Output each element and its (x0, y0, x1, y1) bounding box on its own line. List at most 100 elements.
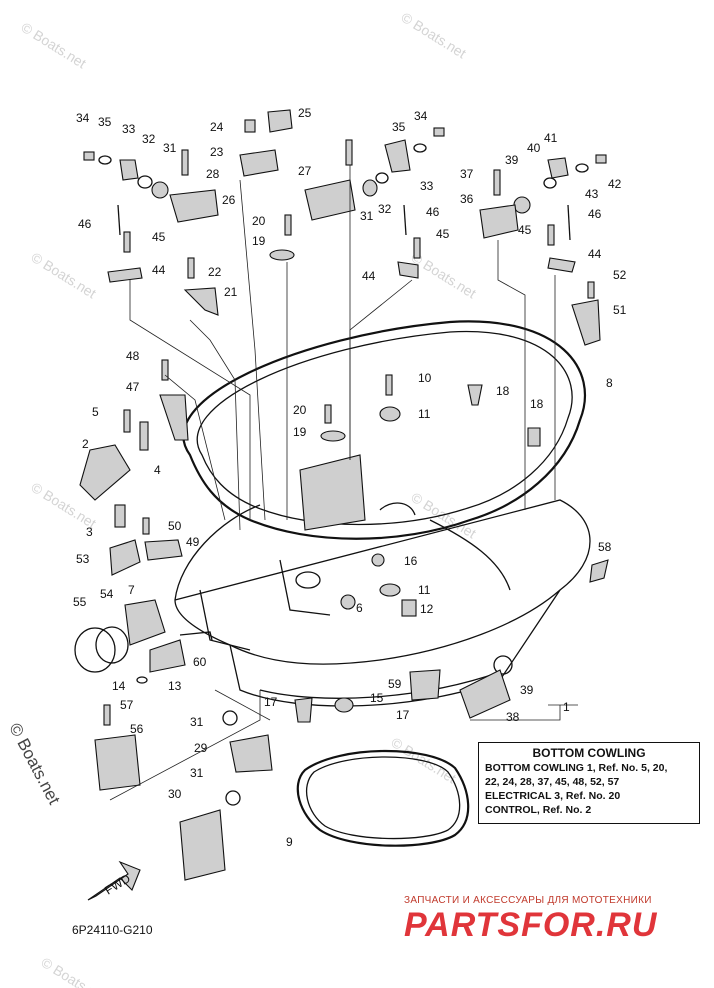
callout: 46 (588, 207, 602, 221)
callout: 53 (76, 552, 90, 566)
callout: 45 (436, 227, 450, 241)
bracket-30 (179, 809, 226, 881)
callout: 43 (585, 187, 599, 201)
fitting-16 (371, 553, 385, 567)
callout: 6 (356, 601, 363, 615)
grommet-11b (379, 583, 401, 597)
boot-13 (149, 639, 186, 673)
plug-19b (320, 430, 346, 442)
callout: 39 (505, 153, 519, 167)
clamp-55 (74, 627, 116, 673)
callout: 40 (527, 141, 541, 155)
grommet-12 (401, 599, 417, 617)
screw-42 (595, 154, 607, 164)
screw-48 (161, 359, 169, 381)
cowling-inner-block (299, 454, 366, 531)
callout: 31 (163, 141, 177, 155)
watermark-text: © Boats.net (18, 19, 89, 72)
callout: 2 (82, 437, 89, 451)
plug-18 (467, 384, 483, 406)
pin-4 (139, 421, 149, 451)
screw-20b (324, 404, 332, 424)
bracket-26 (169, 189, 219, 223)
plug-18b (527, 427, 541, 447)
callout: 31 (190, 715, 204, 729)
small-parts (74, 109, 609, 881)
callout: 44 (362, 269, 376, 283)
callout: 45 (518, 223, 532, 237)
brand-logo: PARTSFOR.RU (404, 906, 658, 944)
callout: 49 (186, 535, 200, 549)
screw-45c (547, 224, 555, 246)
part-7 (124, 599, 166, 646)
screw-5 (123, 409, 131, 433)
spring-46c (567, 204, 571, 241)
legend-line: ELECTRICAL 3, Ref. No. 20 (485, 790, 621, 802)
screw-24 (244, 119, 256, 133)
holder-38 (459, 669, 511, 719)
grommet-39b (493, 655, 513, 675)
callout: 32 (378, 202, 392, 216)
callout: 17 (396, 708, 410, 722)
clip-14 (136, 676, 148, 684)
clip-25 (267, 109, 293, 133)
legend-line: CONTROL, Ref. No. 2 (485, 804, 592, 816)
callout: 35 (392, 120, 406, 134)
bolt-28b (345, 139, 353, 166)
bracket-47 (159, 394, 189, 441)
screw-34 (83, 151, 95, 161)
callout: 57 (120, 698, 134, 712)
callout: 15 (370, 691, 384, 705)
callout: 8 (606, 376, 613, 390)
callout: 60 (193, 655, 207, 669)
watermark-text: © Boats.net (388, 734, 459, 787)
fwd-arrow: FWD (87, 860, 141, 901)
callout-labels: 34 35 33 32 31 28 26 25 24 23 27 46 45 4… (73, 106, 627, 849)
clip-33 (119, 159, 139, 181)
callout: 34 (414, 109, 428, 123)
spacer-3 (114, 504, 126, 528)
screw-57 (103, 704, 111, 726)
clip-44 (107, 267, 143, 283)
grommet-31c (222, 710, 238, 726)
bolt-37 (493, 169, 501, 196)
callout: 3 (86, 525, 93, 539)
callout: 28 (206, 167, 220, 181)
callout: 36 (460, 192, 474, 206)
bracket-56 (94, 734, 141, 791)
callout: 21 (224, 285, 238, 299)
callout: 44 (588, 247, 602, 261)
callout: 34 (76, 111, 90, 125)
callout: 12 (420, 602, 434, 616)
plug-19 (269, 249, 295, 261)
grommet-32b (375, 172, 389, 184)
callout: 4 (154, 463, 161, 477)
clip-41 (547, 157, 569, 179)
callout: 17 (264, 695, 278, 709)
callout: 16 (404, 554, 418, 568)
legend-pointer-label: 1 (563, 700, 570, 714)
callout: 42 (608, 177, 622, 191)
grommet-54 (95, 626, 129, 664)
screw-50 (142, 517, 150, 535)
watermark-text: © Boats.net (28, 249, 99, 302)
grommet-11 (379, 406, 401, 422)
callout: 31 (360, 209, 374, 223)
clip-44c (547, 257, 576, 273)
callout: 48 (126, 349, 140, 363)
callout: 20 (252, 214, 266, 228)
bolt-10 (385, 374, 393, 396)
callout: 55 (73, 595, 87, 609)
callout: 29 (194, 741, 208, 755)
callout: 13 (168, 679, 182, 693)
part-29 (229, 734, 273, 773)
bracket-51 (571, 299, 601, 346)
screw-34b (433, 127, 445, 137)
callout: 22 (208, 265, 222, 279)
bracket-21 (183, 287, 219, 316)
callout: 24 (210, 120, 224, 134)
callout: 58 (598, 540, 612, 554)
callout: 35 (98, 115, 112, 129)
screw-45b (413, 237, 421, 259)
clip-33b (384, 139, 411, 173)
